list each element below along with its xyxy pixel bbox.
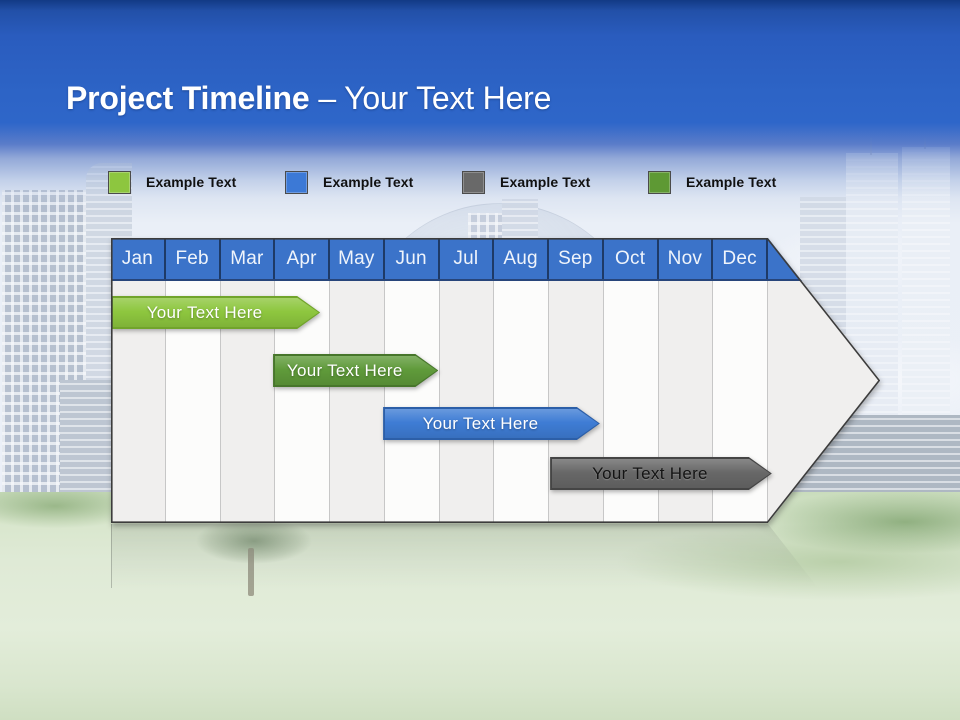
bar-label: Your Text Here <box>286 360 403 380</box>
legend-label: Example Text <box>500 174 591 190</box>
legend-swatch <box>108 170 131 194</box>
legend-item[interactable]: Example Text <box>462 169 590 195</box>
tree-trunk <box>248 548 254 596</box>
page-title[interactable]: Project Timeline– Your Text Here <box>66 79 551 117</box>
timeline-bar[interactable]: Your Text Here <box>383 407 600 440</box>
bar-label: Your Text Here <box>592 463 708 483</box>
legend-label: Example Text <box>686 174 777 190</box>
tree-crown <box>196 518 312 564</box>
timeline-reflection <box>111 524 818 588</box>
timeline-bar[interactable]: Your Text Here <box>273 354 438 387</box>
antenna <box>924 125 926 149</box>
legend-swatch <box>462 170 485 194</box>
legend-label: Example Text <box>323 174 414 190</box>
title-subtitle: – Your Text Here <box>318 80 552 117</box>
grass-background <box>0 492 960 720</box>
bar-label: Your Text Here <box>146 302 263 322</box>
timeline-bar[interactable]: Your Text Here <box>111 296 320 329</box>
timeline-bar[interactable]: Your Text Here <box>550 457 772 490</box>
bar-label: Your Text Here <box>422 413 539 433</box>
tree-silhouette <box>196 518 312 596</box>
legend-item[interactable]: Example Text <box>648 169 776 195</box>
legend-item[interactable]: Example Text <box>285 169 413 195</box>
antenna <box>870 129 872 155</box>
legend-swatch <box>648 170 671 194</box>
legend-item[interactable]: Example Text <box>108 169 236 195</box>
legend-swatch <box>285 170 308 194</box>
title-bold: Project Timeline <box>66 80 310 117</box>
legend-label: Example Text <box>146 174 237 190</box>
